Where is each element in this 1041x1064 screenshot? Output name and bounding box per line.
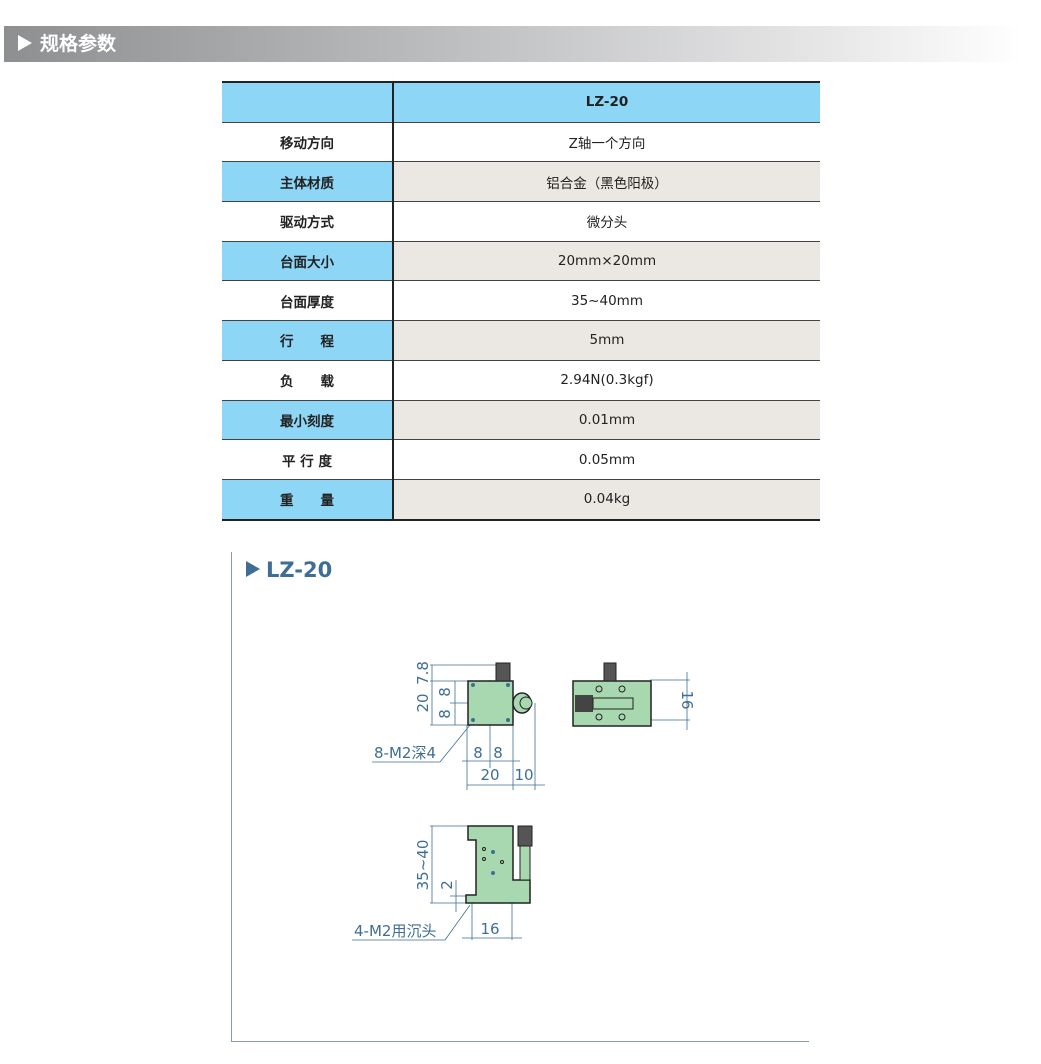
svg-text:7.8: 7.8: [414, 661, 432, 685]
top-view-part: [467, 662, 533, 726]
section-banner: 规格参数: [4, 26, 1024, 62]
svg-text:16: 16: [480, 920, 499, 938]
svg-text:20: 20: [414, 693, 432, 712]
dimension-lines: [352, 664, 690, 941]
svg-text:2: 2: [438, 880, 456, 890]
section-border: [231, 1041, 809, 1042]
svg-text:35~40: 35~40: [414, 840, 432, 891]
side-view-part: [465, 825, 533, 904]
svg-text:4-M2用沉头: 4-M2用沉头: [354, 922, 436, 940]
svg-text:8-M2深4: 8-M2深4: [374, 744, 436, 762]
drawing-title: LZ-20: [246, 558, 332, 582]
svg-text:8: 8: [493, 744, 503, 762]
svg-text:8: 8: [436, 687, 454, 697]
model-header: LZ-20: [393, 80, 820, 123]
svg-text:16: 16: [678, 690, 696, 709]
triangle-icon: [18, 35, 32, 51]
front-view-part: [572, 662, 652, 727]
dimension-labels: 7.8 20 8 8 8 8 20 10 16 35~40 2 16 8-M2深…: [354, 661, 696, 940]
svg-text:20: 20: [480, 766, 499, 784]
svg-text:8: 8: [436, 709, 454, 719]
table-header-row: LZ-20: [222, 80, 820, 123]
banner-title: 规格参数: [40, 33, 117, 55]
svg-text:8: 8: [473, 744, 483, 762]
section-border: [231, 552, 232, 1042]
triangle-icon: [246, 561, 260, 577]
table-row: 主体材质铝合金（黑色阳极）: [222, 161, 820, 203]
svg-text:10: 10: [514, 766, 533, 784]
table-row: 驱动方式微分头: [222, 201, 820, 242]
